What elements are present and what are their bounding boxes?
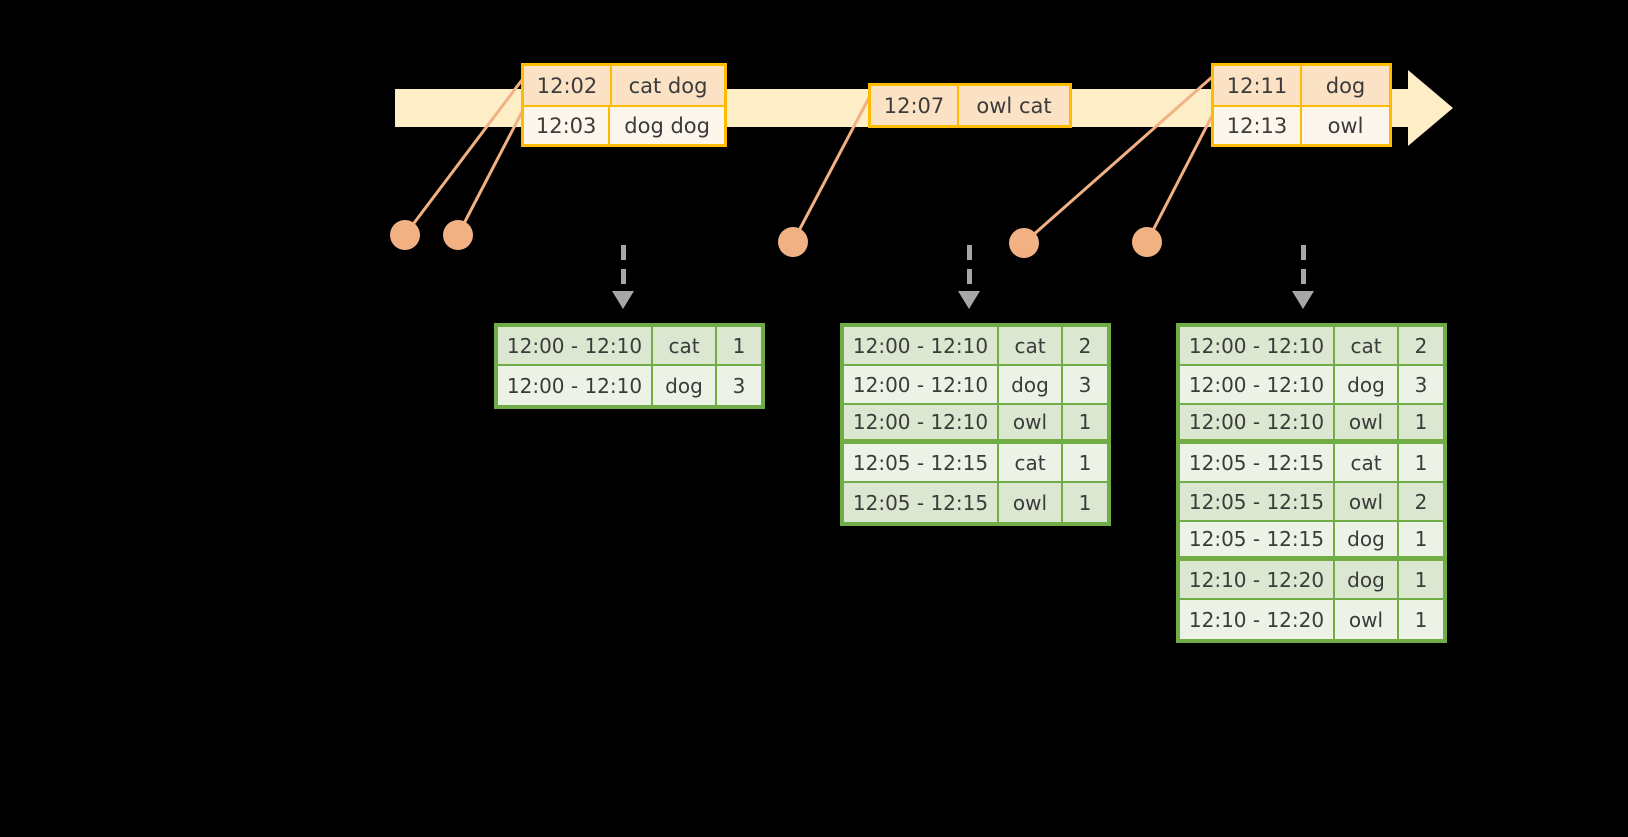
count-cell: 1 xyxy=(732,333,746,358)
arrow-shaft xyxy=(621,245,626,291)
window-cell: 12:00 - 12:10 xyxy=(844,327,999,364)
count-cell: 2 xyxy=(1078,333,1092,358)
word-cell: owl xyxy=(1335,405,1399,439)
count-cell: 1 xyxy=(1078,490,1092,515)
timeline-arrowhead-icon xyxy=(1408,70,1453,146)
word-cell: owl xyxy=(999,483,1063,522)
connector-5 xyxy=(1145,109,1217,243)
word-cell: owl xyxy=(1335,600,1399,639)
arrow-head-icon xyxy=(612,291,634,309)
event-time: 12:11 xyxy=(1214,66,1302,105)
count-cell: 1 xyxy=(1414,527,1428,551)
count-cell: 2 xyxy=(1414,489,1428,514)
event-time: 12:07 xyxy=(871,86,959,125)
event-time: 12:13 xyxy=(1214,107,1302,144)
window-cell: 12:00 - 12:10 xyxy=(1180,405,1335,439)
arrow-head-icon xyxy=(958,291,980,309)
event-time: 12:03 xyxy=(524,107,611,144)
window-cell: 12:00 - 12:10 xyxy=(1180,366,1335,403)
count-cell: 1 xyxy=(1414,450,1428,475)
window-cell: 12:00 - 12:10 xyxy=(498,327,653,364)
window-cell: 12:00 - 12:10 xyxy=(1180,327,1335,364)
word-cell: owl xyxy=(1335,483,1399,520)
count-cell: 3 xyxy=(1078,372,1092,397)
event-row: 12:13 owl xyxy=(1214,105,1389,144)
window-cell: 12:05 - 12:15 xyxy=(844,444,999,481)
connector-2 xyxy=(456,109,525,236)
word-cell: dog xyxy=(653,366,717,405)
event-payload: cat dog xyxy=(628,73,708,98)
event-payload: dog xyxy=(1325,73,1366,98)
count-cell: 1 xyxy=(1414,607,1428,632)
event-dot-4 xyxy=(1009,228,1039,258)
arrow-head-icon xyxy=(1292,291,1314,309)
event-box-3: 12:11 dog 12:13 owl xyxy=(1211,63,1392,147)
window-cell: 12:10 - 12:20 xyxy=(1180,561,1335,598)
event-payload: owl xyxy=(1327,113,1364,138)
window-cell: 12:10 - 12:20 xyxy=(1180,600,1335,639)
window-cell: 12:05 - 12:15 xyxy=(1180,522,1335,556)
event-row: 12:02 cat dog xyxy=(524,66,724,105)
word-cell: dog xyxy=(999,366,1063,403)
word-cell: cat xyxy=(1335,327,1399,364)
arrow-shaft xyxy=(967,245,972,291)
window-cell: 12:00 - 12:10 xyxy=(844,405,999,439)
event-dot-3 xyxy=(778,227,808,257)
word-cell: cat xyxy=(999,444,1063,481)
count-cell: 2 xyxy=(1414,333,1428,358)
count-cell: 1 xyxy=(1414,410,1428,434)
event-box-1: 12:02 cat dog 12:03 dog dog xyxy=(521,63,727,147)
event-row: 12:11 dog xyxy=(1214,66,1389,105)
window-cell: 12:00 - 12:10 xyxy=(844,366,999,403)
arrow-shaft xyxy=(1301,245,1306,291)
event-payload: dog dog xyxy=(624,113,710,138)
event-dot-5 xyxy=(1132,227,1162,257)
event-time: 12:02 xyxy=(524,66,612,105)
count-cell: 1 xyxy=(1078,450,1092,475)
event-payload: owl cat xyxy=(976,93,1052,118)
word-cell: dog xyxy=(1335,522,1399,556)
word-cell: cat xyxy=(653,327,717,364)
event-box-2: 12:07 owl cat xyxy=(868,83,1072,128)
word-cell: cat xyxy=(999,327,1063,364)
count-cell: 3 xyxy=(1414,372,1428,397)
word-cell: owl xyxy=(999,405,1063,439)
count-cell: 1 xyxy=(1414,567,1428,592)
window-cell: 12:05 - 12:15 xyxy=(1180,444,1335,481)
word-cell: dog xyxy=(1335,561,1399,598)
window-cell: 12:05 - 12:15 xyxy=(1180,483,1335,520)
word-cell: cat xyxy=(1335,444,1399,481)
window-cell: 12:00 - 12:10 xyxy=(498,366,653,405)
count-cell: 1 xyxy=(1078,410,1092,434)
event-row: 12:07 owl cat xyxy=(871,86,1069,125)
count-cell: 3 xyxy=(732,373,746,398)
word-cell: dog xyxy=(1335,366,1399,403)
event-row: 12:03 dog dog xyxy=(524,105,724,144)
window-cell: 12:05 - 12:15 xyxy=(844,483,999,522)
event-dot-2 xyxy=(443,220,473,250)
event-dot-1 xyxy=(390,220,420,250)
